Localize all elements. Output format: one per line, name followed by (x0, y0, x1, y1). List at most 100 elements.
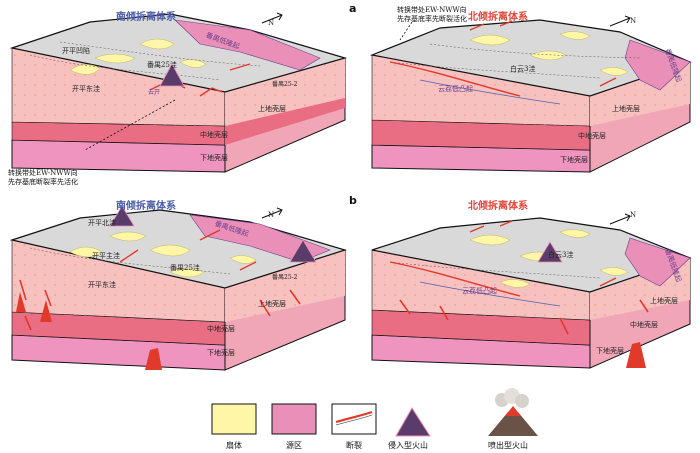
legend-eruptive-volcano-icon (488, 388, 538, 436)
north-arrow-icon (609, 213, 631, 225)
label-panyu25: 番禺25洼 (170, 264, 200, 272)
label-kaiping-sag: 开平凹陷 (62, 47, 90, 55)
legend-source-swatch (271, 403, 317, 435)
fault-line (229, 63, 251, 71)
fault-line (389, 61, 521, 97)
block-a-right (369, 15, 692, 173)
fan-body (499, 279, 531, 288)
legend-fan-label: 扇体 (226, 441, 242, 450)
fan-body (529, 50, 567, 61)
fault-line (239, 261, 257, 271)
north-arrow-icon (261, 12, 283, 24)
fault-line (199, 229, 221, 241)
fan-body (94, 53, 136, 64)
source-area (174, 19, 321, 71)
fault-line (469, 220, 617, 287)
label-middle-crust: 中地壳层 (578, 132, 606, 140)
panel-a-left-title: 南倾拆离体系 (116, 12, 176, 23)
fan-body (169, 267, 205, 278)
note-a-right-line1: 转换带处EW-NWW向 (397, 6, 467, 14)
legend-intrusive-volcano-icon (395, 407, 431, 437)
fan-body (69, 64, 101, 75)
top-surface (369, 19, 692, 97)
label-panyu-extra: 番禺25-2 (272, 274, 298, 281)
note-a-right-line2: 先存基底率先断裂活化 (397, 15, 467, 23)
fault-line (499, 20, 513, 27)
fan-body (229, 255, 257, 264)
fault-line (389, 261, 521, 297)
fault-line (469, 23, 485, 31)
fault-line (199, 87, 223, 97)
lower-crust-layer (11, 139, 226, 173)
fan-body (69, 246, 103, 258)
north-arrow-icon (261, 207, 283, 219)
label-upper-crust: 上地壳层 (258, 300, 286, 308)
fan-body (469, 34, 511, 46)
note-a-left-line1: 转换带处EW-NWW向 (8, 169, 78, 177)
label-lower-crust: 下地壳层 (560, 156, 588, 164)
label-lower-crust: 下地壳层 (596, 347, 624, 355)
panel-a-right-title: 北倾拆离体系 (468, 12, 528, 23)
legend (211, 388, 538, 437)
fault-line (19, 279, 52, 331)
fan-body (109, 231, 147, 242)
intrusive-volcano-icon (289, 239, 317, 263)
source-area (624, 39, 691, 91)
block-a-left (9, 12, 348, 173)
label-kaiping-north: 开平北洼 (88, 219, 116, 227)
label-yunkai: 云开 (148, 89, 161, 96)
fault-line (399, 299, 649, 335)
legend-fault-label: 断裂 (346, 441, 362, 450)
fan-body (149, 244, 191, 257)
north-arrow-icon (609, 15, 631, 27)
fan-body (559, 229, 591, 238)
legend-eruptive-label: 喷出型火山 (488, 441, 528, 450)
intrusive-volcano-icon (537, 241, 563, 263)
label-baiyun3: 白云3洼 (548, 251, 574, 259)
legend-intrusive-label: 侵入型火山 (388, 441, 428, 450)
source-area (624, 237, 691, 287)
label-kaiping-east: 开平东洼 (72, 85, 100, 93)
fan-body (139, 38, 175, 50)
block-b-left (9, 205, 348, 371)
label-lower-crust: 下地壳层 (200, 154, 228, 162)
fan-body (469, 234, 511, 246)
label-panyu25: 番禺25洼 (147, 61, 177, 69)
label-middle-crust: 中地壳层 (630, 321, 658, 329)
fan-body (599, 267, 629, 276)
label-upper-crust: 上地壳层 (650, 297, 678, 305)
block-b-right (371, 213, 692, 369)
north-label: N (268, 19, 275, 27)
intrusive-volcano-icon (159, 63, 185, 87)
intrusive-volcano-icon (109, 205, 135, 227)
north-label: N (268, 211, 275, 219)
legend-fault-swatch (331, 403, 377, 435)
label-kaiping-east: 开平东洼 (88, 281, 116, 289)
label-yunli-low-uplift: 云荔低凸起 (462, 287, 497, 295)
note-a-left-line2: 先存基底断裂率先活化 (8, 178, 78, 186)
label-upper-crust: 上地壳层 (612, 105, 640, 113)
label-middle-crust: 中地壳层 (207, 325, 235, 333)
label-baiyun3: 白云3洼 (510, 65, 536, 73)
legend-fan-swatch (211, 403, 257, 435)
fault-line (259, 289, 301, 317)
panel-b-letter: b (349, 194, 357, 207)
label-kaiping-main: 开平主洼 (92, 252, 120, 260)
fan-body (179, 59, 207, 68)
fault-line (599, 77, 617, 87)
north-label: N (630, 17, 637, 25)
label-upper-crust: 上地壳层 (258, 105, 286, 113)
panel-b-right-title: 北倾拆离体系 (468, 201, 528, 212)
fan-body (559, 31, 591, 40)
label-yunli-low-uplift: 云荔低凸起 (438, 85, 473, 93)
panel-a-letter: a (349, 2, 357, 15)
legend-source-label: 源区 (286, 441, 302, 450)
label-middle-crust: 中地壳层 (200, 131, 228, 139)
north-label: N (630, 211, 637, 219)
fan-body (599, 67, 629, 76)
label-panyu-extra: 番禺25-2 (272, 81, 298, 88)
fault-line (119, 249, 139, 263)
label-lower-crust: 下地壳层 (207, 349, 235, 357)
panel-b-left-title: 南倾拆离体系 (116, 201, 176, 212)
